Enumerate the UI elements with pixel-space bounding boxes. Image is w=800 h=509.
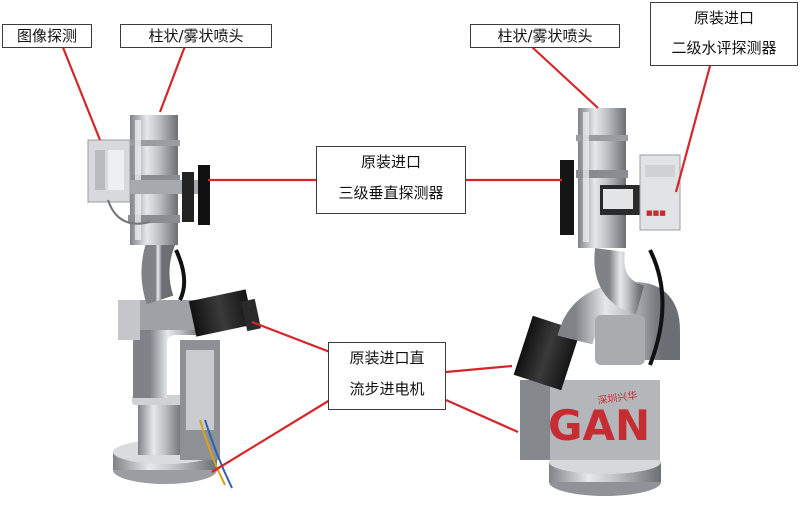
callout-level-detector-line1: 原装进口 <box>693 9 754 27</box>
callout-nozzle-right: 柱状/雾状喷头 <box>470 24 620 48</box>
right-vertical-detector <box>560 160 574 235</box>
callout-stepper-motor-line2: 流步进电机 <box>349 380 425 398</box>
callout-nozzle-right-text: 柱状/雾状喷头 <box>497 27 593 45</box>
callout-nozzle-left-text: 柱状/雾状喷头 <box>148 27 244 45</box>
callout-image-detector-text: 图像探测 <box>16 27 77 45</box>
leader-nozzle-right <box>531 46 599 109</box>
leader-nozzle-left <box>158 45 187 113</box>
callout-image-detector: 图像探测 <box>2 24 92 48</box>
leader-motor-right-1 <box>445 364 513 374</box>
svg-text:■■■: ■■■ <box>646 209 666 217</box>
leader-motor-right-2 <box>445 398 519 434</box>
leader-motor-left-2 <box>211 399 331 473</box>
leader-lines <box>60 44 712 473</box>
left-stepper-motor <box>188 289 254 337</box>
right-fire-monitor: GAN 深圳兴华 ■■■ <box>513 108 681 496</box>
callout-vertical-detector-line2: 三级垂直探测器 <box>338 184 444 202</box>
callout-nozzle-left: 柱状/雾状喷头 <box>120 24 272 48</box>
left-vertical-detector <box>198 165 210 225</box>
callout-vertical-detector: 原装进口 三级垂直探测器 <box>316 146 466 214</box>
left-fire-monitor <box>87 115 261 489</box>
callout-stepper-motor: 原装进口直 流步进电机 <box>328 342 446 410</box>
callout-level-detector: 原装进口 二级水评探测器 <box>650 2 798 66</box>
leader-image-detector <box>60 44 102 141</box>
callout-vertical-detector-line1: 原装进口 <box>360 153 421 171</box>
leader-motor-left-1 <box>251 320 331 354</box>
gan-logo: GAN <box>548 401 650 450</box>
left-lower-pipe <box>138 400 182 455</box>
leader-level-detector <box>674 65 712 193</box>
callout-level-detector-line2: 二级水评探测器 <box>671 39 777 57</box>
callout-stepper-motor-line1: 原装进口直 <box>349 349 425 367</box>
